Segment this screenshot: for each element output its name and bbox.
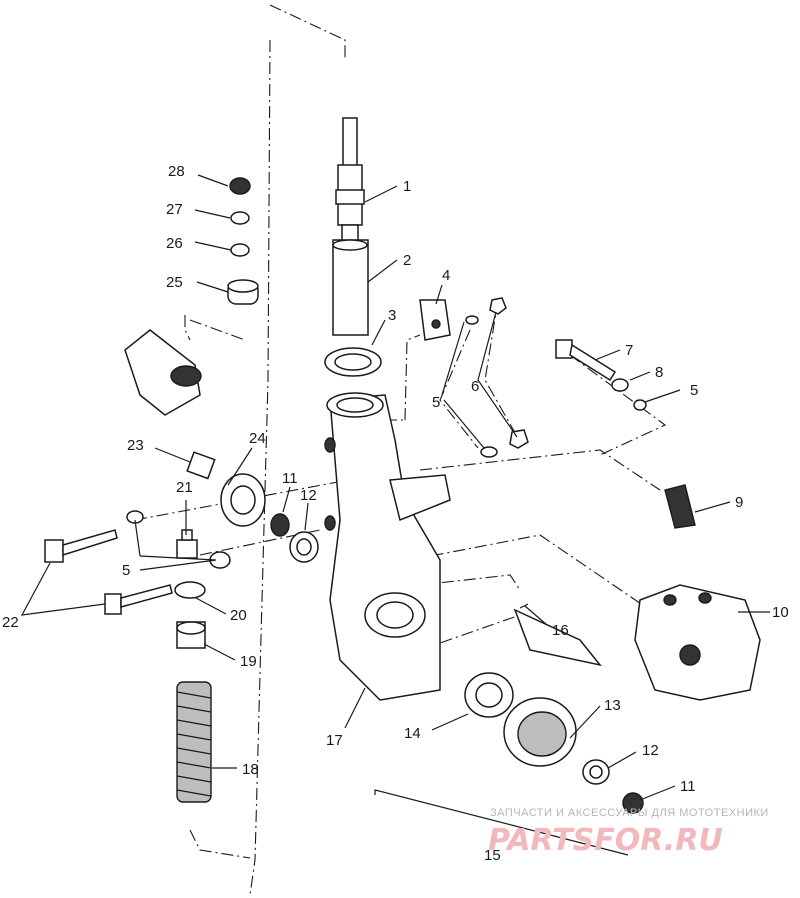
bracket-plate <box>419 299 451 341</box>
label-part-1: 1 <box>403 178 411 195</box>
label-part-12a: 12 <box>300 487 317 504</box>
label-part-21: 21 <box>176 479 193 496</box>
seal-12-right <box>582 759 610 785</box>
label-part-15: 15 <box>484 847 501 864</box>
grease-fitting-21 <box>176 529 198 559</box>
label-part-4: 4 <box>442 267 450 284</box>
label-part-17: 17 <box>326 732 343 749</box>
bolt-22-lower <box>104 584 173 615</box>
shim-9 <box>664 484 696 529</box>
assembly-lines <box>134 4 667 896</box>
label-part-11b: 11 <box>680 778 696 795</box>
label-part-5b: 5 <box>690 382 698 399</box>
leader-lines <box>20 174 770 856</box>
bracket <box>124 329 202 416</box>
wheel-hub-13 <box>503 697 577 767</box>
label-part-8: 8 <box>655 364 663 381</box>
watermark-tagline: ЗАПЧАСТИ И АКСЕССУАРЫ ДЛЯ МОТОТЕХНИКИ <box>490 807 769 819</box>
label-part-3: 3 <box>388 307 396 324</box>
watermark: ЗАПЧАСТИ И АКСЕССУАРЫ ДЛЯ МОТОТЕХНИКИ PA… <box>488 807 769 858</box>
label-part-27: 27 <box>166 201 183 218</box>
label-part-11a: 11 <box>282 470 298 487</box>
brake-pads <box>513 603 602 667</box>
label-part-19: 19 <box>240 653 257 670</box>
label-part-18: 18 <box>242 761 259 778</box>
label-part-22: 22 <box>2 614 19 631</box>
label-part-26: 26 <box>166 235 183 252</box>
label-part-23: 23 <box>127 437 144 454</box>
part-number-labels: 1 2 3 4 5 6 7 8 5 9 10 16 13 12 11 14 17… <box>2 163 789 864</box>
nut-19 <box>176 621 206 649</box>
spring-18 <box>176 681 212 803</box>
label-part-9: 9 <box>735 494 743 511</box>
bolt-7 <box>555 339 617 382</box>
washers-and-nuts <box>126 297 647 599</box>
strut-tube <box>332 239 369 336</box>
label-part-2: 2 <box>403 252 411 269</box>
strut-shaft <box>335 117 365 248</box>
label-part-5c: 5 <box>122 562 130 579</box>
label-part-13: 13 <box>604 697 621 714</box>
label-part-24: 24 <box>249 430 266 447</box>
label-part-5a: 5 <box>432 394 440 411</box>
label-part-14: 14 <box>404 725 421 742</box>
nut-stack-25-28 <box>227 177 259 305</box>
label-part-28: 28 <box>168 163 185 180</box>
steering-knuckle-housing <box>324 392 451 701</box>
bushing-24 <box>220 473 266 527</box>
bolt-22-upper <box>44 529 118 563</box>
seal-ring <box>324 347 382 377</box>
bearing-race-14 <box>464 672 514 718</box>
label-part-25: 25 <box>166 274 183 291</box>
bearing-11-left <box>270 513 290 537</box>
label-part-16: 16 <box>552 622 569 639</box>
label-part-12b: 12 <box>642 742 659 759</box>
label-part-7: 7 <box>625 342 633 359</box>
label-part-20: 20 <box>230 607 247 624</box>
fitting-23 <box>186 451 216 480</box>
seal-12-left <box>289 531 319 563</box>
label-part-6: 6 <box>471 378 479 395</box>
watermark-logo: PARTSFOR.RU <box>488 823 723 858</box>
bearing-11-right <box>622 792 644 814</box>
label-part-10: 10 <box>772 604 789 621</box>
brake-caliper <box>634 584 761 701</box>
